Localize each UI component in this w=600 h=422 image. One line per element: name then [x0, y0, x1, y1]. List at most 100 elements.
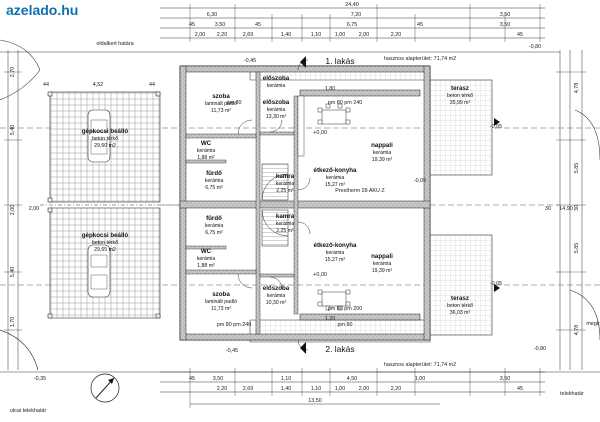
- etkezo-bottom-name: étkező-konyha: [314, 242, 358, 249]
- dim-misc: -0,45: [244, 58, 256, 64]
- wc-top-material: kerámia: [197, 148, 216, 154]
- carport-top-material: beton térkő: [92, 136, 118, 142]
- unit-title-bottom: 2. lakás: [325, 344, 354, 354]
- furdo-top-name: fürdő: [206, 170, 222, 177]
- dim-misc: -0,05: [414, 178, 426, 184]
- dim-bottom-row1: 4,50: [347, 376, 358, 382]
- north-arrow-icon: [90, 373, 120, 403]
- dim-left: 2,70: [10, 67, 16, 78]
- kamra-bottom-name: kamra: [276, 213, 295, 220]
- dining-table-bottom: [317, 289, 351, 311]
- dim-misc: 4,52: [93, 82, 104, 88]
- stairs-top: [261, 163, 289, 201]
- dim-top-row2: 6,75: [347, 22, 358, 28]
- entrance-arrow-bottom: [300, 342, 306, 354]
- window-label: pm 80: [227, 100, 242, 106]
- lot-neighbor-label: telekhatár: [560, 391, 584, 397]
- furdo-bottom-material: kerámia: [205, 223, 224, 229]
- szoba-top-area: 11,73 m²: [211, 108, 231, 114]
- dim-top-row3: 2,69: [243, 32, 254, 38]
- window-label: pm 80 pm 240: [328, 100, 362, 106]
- kamra-top-name: kamra: [276, 173, 295, 180]
- furdo-top-material: kerámia: [205, 178, 224, 184]
- wc-top-name: WC: [201, 140, 212, 147]
- szoba-top-name: szoba: [212, 93, 230, 100]
- dim-left: 2,00: [10, 205, 16, 216]
- watermark-label: azelado.hu: [0, 0, 127, 19]
- dim-top-row3: 1,00: [335, 32, 346, 38]
- carport-bottom-material: beton térkő: [92, 240, 118, 246]
- dim-top-row2: 45: [417, 22, 423, 28]
- car-icon: [87, 244, 111, 298]
- kamra-top-material: kerámia: [276, 181, 295, 187]
- dim-right: 5,85: [574, 163, 580, 174]
- usable-area-bottom: hasznos alapterület: 71,74 m2: [384, 362, 456, 368]
- door-swings: [237, 59, 311, 351]
- kamra-top-area: 2,25 m²: [276, 188, 294, 194]
- dim-misc: +0,00: [313, 130, 327, 136]
- wc-bottom-area: 1,88 m²: [197, 263, 215, 269]
- wc-top-area: 1,88 m²: [197, 155, 215, 161]
- eloszoba2-top-material: kerámia: [267, 83, 286, 89]
- dim-top-row1: 7,20: [351, 12, 362, 18]
- szoba-top-material: laminált padló: [205, 101, 237, 107]
- szoba-bottom-area: 11,73 m²: [211, 306, 231, 312]
- carport-top-area: 29,60 m2: [94, 143, 116, 149]
- dim-misc: 1,20: [325, 316, 336, 322]
- terasz-top-name: terasz: [451, 85, 469, 92]
- dim-top-row3: 1,40: [281, 32, 292, 38]
- furdo-top-area: 6,75 m²: [205, 185, 223, 191]
- dim-top-row3: 45: [517, 32, 523, 38]
- etkezo-top-name: étkező-konyha: [314, 167, 358, 174]
- dim-bottom-total: 13,50: [308, 398, 322, 404]
- dim-top-row3: 2,00: [195, 32, 206, 38]
- car-icon: [87, 109, 111, 163]
- szoba-bottom-name: szoba: [212, 291, 230, 298]
- nappali-bottom-material: kerámia: [373, 261, 392, 267]
- dim-bottom-row2: 2,69: [243, 386, 254, 392]
- window-label: pm 80 pm 240: [217, 322, 251, 328]
- window-label: pm 80: [338, 322, 353, 328]
- dim-bottom-row1: 3,50: [500, 376, 511, 382]
- dim-left: 5,40: [10, 267, 16, 278]
- window-label: pm 80 pm 200: [328, 306, 362, 312]
- szoba-bottom-material: laminált padló: [205, 299, 237, 305]
- dim-misc: -0,05: [490, 124, 502, 130]
- dim-misc: -0,45: [226, 348, 238, 354]
- terasz-top-area: 35,99 m²: [450, 100, 471, 106]
- unit-title-top: 1. lakás: [325, 56, 354, 66]
- dim-misc: -0,35: [34, 376, 46, 382]
- dim-misc: 2,00: [29, 206, 40, 212]
- boiler-label: Prestherm 28 AKU Z: [335, 188, 385, 194]
- dim-misc: 44: [149, 82, 155, 88]
- dim-top-row2: 45: [255, 22, 261, 28]
- dim-misc: 14,90: [559, 206, 573, 212]
- dim-bottom-row2: 1,10: [311, 386, 322, 392]
- dim-top-row3: 2,20: [217, 32, 228, 38]
- furdo-bottom-name: fürdő: [206, 215, 222, 222]
- eloszoba-top-area: 13,30 m²: [266, 114, 287, 120]
- eloszoba-bottom-area: 10,30 m²: [266, 300, 287, 306]
- dim-left: 5,40: [10, 125, 16, 136]
- carport-bottom-area: 29,65 m2: [94, 247, 116, 253]
- dim-top-row2: 3,50: [500, 22, 511, 28]
- kamra-bottom-material: kerámia: [276, 221, 295, 227]
- dim-top-row3: 2,00: [359, 32, 370, 38]
- building-walls: [179, 65, 431, 341]
- nappali-bottom-area: 19,39 m²: [372, 268, 393, 274]
- dim-misc: -0,80: [529, 44, 541, 50]
- nappali-top-material: kerámia: [373, 150, 392, 156]
- dim-misc: 1,80: [325, 86, 336, 92]
- nappali-top-area: 19,39 m²: [372, 157, 393, 163]
- nappali-bottom-name: nappali: [371, 253, 393, 260]
- dim-right: 4,78: [574, 325, 580, 336]
- dim-misc: +0,00: [313, 272, 327, 278]
- dim-right: 5,85: [574, 243, 580, 254]
- terasz-bottom-material: beton térkő: [447, 303, 473, 309]
- etkezo-top-material: kerámia: [326, 175, 345, 181]
- dim-top-row1: 6,30: [207, 12, 218, 18]
- dim-top-row1: 3,50: [500, 12, 511, 18]
- wc-bottom-name: WC: [201, 248, 212, 255]
- dim-top-row3: 2,20: [391, 32, 402, 38]
